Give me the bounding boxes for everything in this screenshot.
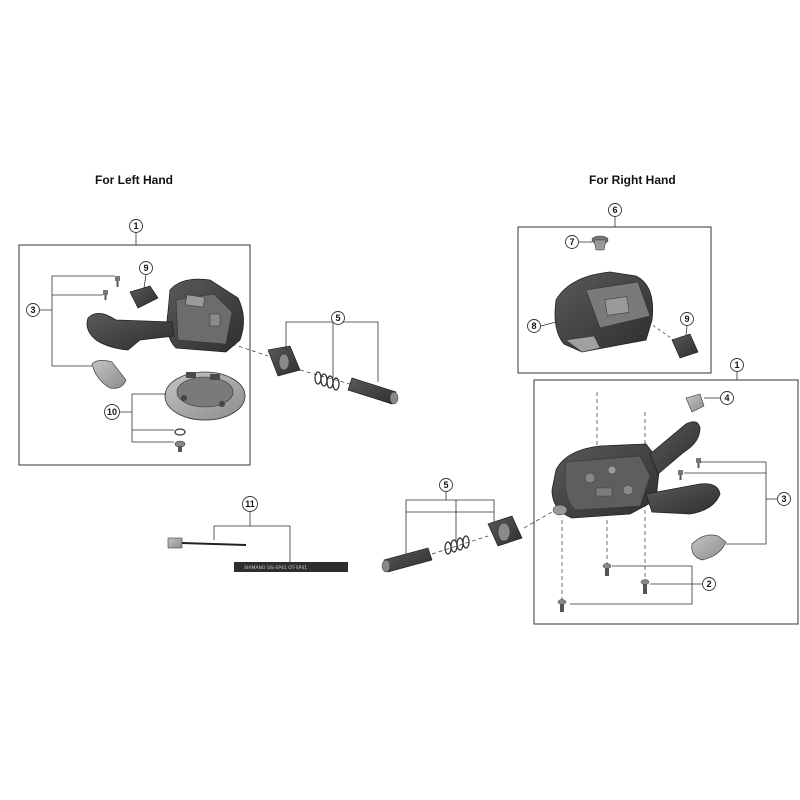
callout-9-right: 9 [680,312,694,326]
svg-text:6: 6 [612,205,617,215]
right-bottom-screw-a [602,563,612,576]
leader-line [540,321,557,327]
callout-9-left: 9 [139,261,153,275]
svg-text:9: 9 [684,314,689,324]
callout-1-left: 1 [129,219,143,233]
leader-line [143,274,147,289]
callout-1-right: 1 [730,358,744,372]
callout-2: 2 [702,577,716,591]
left-screw-b [103,290,108,300]
leader-line [405,492,447,512]
left-washer [174,428,186,436]
svg-text:8: 8 [531,321,536,331]
leader-line [685,325,688,337]
right-barrel-adjuster-group: 5 [381,478,523,573]
svg-text:7: 7 [569,237,574,247]
left-lever-pad [91,360,127,389]
leader-line [405,511,495,554]
assembly-axis [647,321,675,341]
right-spring [444,535,470,555]
leader-line [213,525,291,562]
svg-text:2: 2 [706,579,711,589]
svg-text:11: 11 [245,499,255,509]
assembly-axis [431,535,489,555]
callout-8: 8 [527,319,541,333]
assembly-axis [523,511,553,529]
left-base-screw [174,440,186,452]
right-cable-clip [671,333,699,359]
svg-text:1: 1 [734,360,739,370]
outer-casing: SHIMANO SIS-SP41 OT-SP41 [234,562,348,572]
right-adjuster-nut [487,515,523,547]
assembly-axis [231,343,269,357]
left-release-lever [86,313,175,351]
leader-line [285,321,379,382]
callout-5-right: 5 [439,478,453,492]
leader-line [570,565,693,605]
leader-line [120,393,166,413]
right-lever-pad [691,534,727,561]
inner-cable [167,537,247,549]
leader-line [700,461,767,545]
svg-text:10: 10 [107,407,117,417]
right-adjuster-barrel [381,547,433,573]
leader-line [40,275,115,311]
right-cap-nut [685,393,705,413]
right-release-lever [645,483,721,515]
callout-5-left: 5 [331,311,345,325]
svg-text:3: 3 [30,305,35,315]
left-base-plate [164,371,246,421]
callout-7: 7 [565,235,579,249]
callout-3-left: 3 [26,303,40,317]
left-hand-heading: For Left Hand [95,173,173,187]
inner-cable-group: SHIMANO SIS-SP41 OT-SP41 11 [167,496,348,572]
left-hand-assembly: 1 9 3 [18,219,269,466]
callout-6: 6 [608,203,622,217]
left-barrel-adjuster-group: 5 [267,311,399,405]
left-screw-a [115,276,120,287]
left-adjuster-nut [267,345,301,377]
svg-text:9: 9 [143,263,148,273]
right-upper-lever [649,421,701,475]
svg-text:SHIMANO SIS-SP41 OT-SP41: SHIMANO SIS-SP41 OT-SP41 [244,565,307,571]
right-cover-frame [517,226,712,374]
left-adjuster-barrel [347,377,399,405]
callout-4: 4 [720,391,734,405]
right-cover-assembly: 6 7 8 9 [517,203,712,374]
leader-line [131,412,174,443]
svg-text:5: 5 [443,480,448,490]
right-top-cover [554,271,654,353]
right-bottom-screw-c [557,599,567,612]
right-shifter-body [551,443,661,519]
callout-3-right: 3 [777,492,791,506]
right-cover-cap [591,235,609,251]
right-main-unit-frame [533,379,799,625]
svg-text:3: 3 [781,494,786,504]
leader-line [51,310,92,367]
left-spring [314,371,340,391]
svg-text:4: 4 [724,393,729,403]
right-main-unit-assembly: 1 4 [523,358,799,625]
left-main-unit-frame [18,244,251,466]
left-cable-clip [129,285,159,309]
callout-11: 11 [242,496,258,512]
right-screw-b [678,470,683,480]
callout-10-left: 10 [104,404,120,420]
right-screw-a [696,458,701,468]
leader-line [446,499,495,512]
left-shifter-body [166,278,244,353]
svg-text:5: 5 [335,313,340,323]
right-hand-heading: For Right Hand [589,173,676,187]
svg-text:1: 1 [133,221,138,231]
right-bottom-screw-b [640,579,650,594]
assembly-axis [299,369,351,385]
